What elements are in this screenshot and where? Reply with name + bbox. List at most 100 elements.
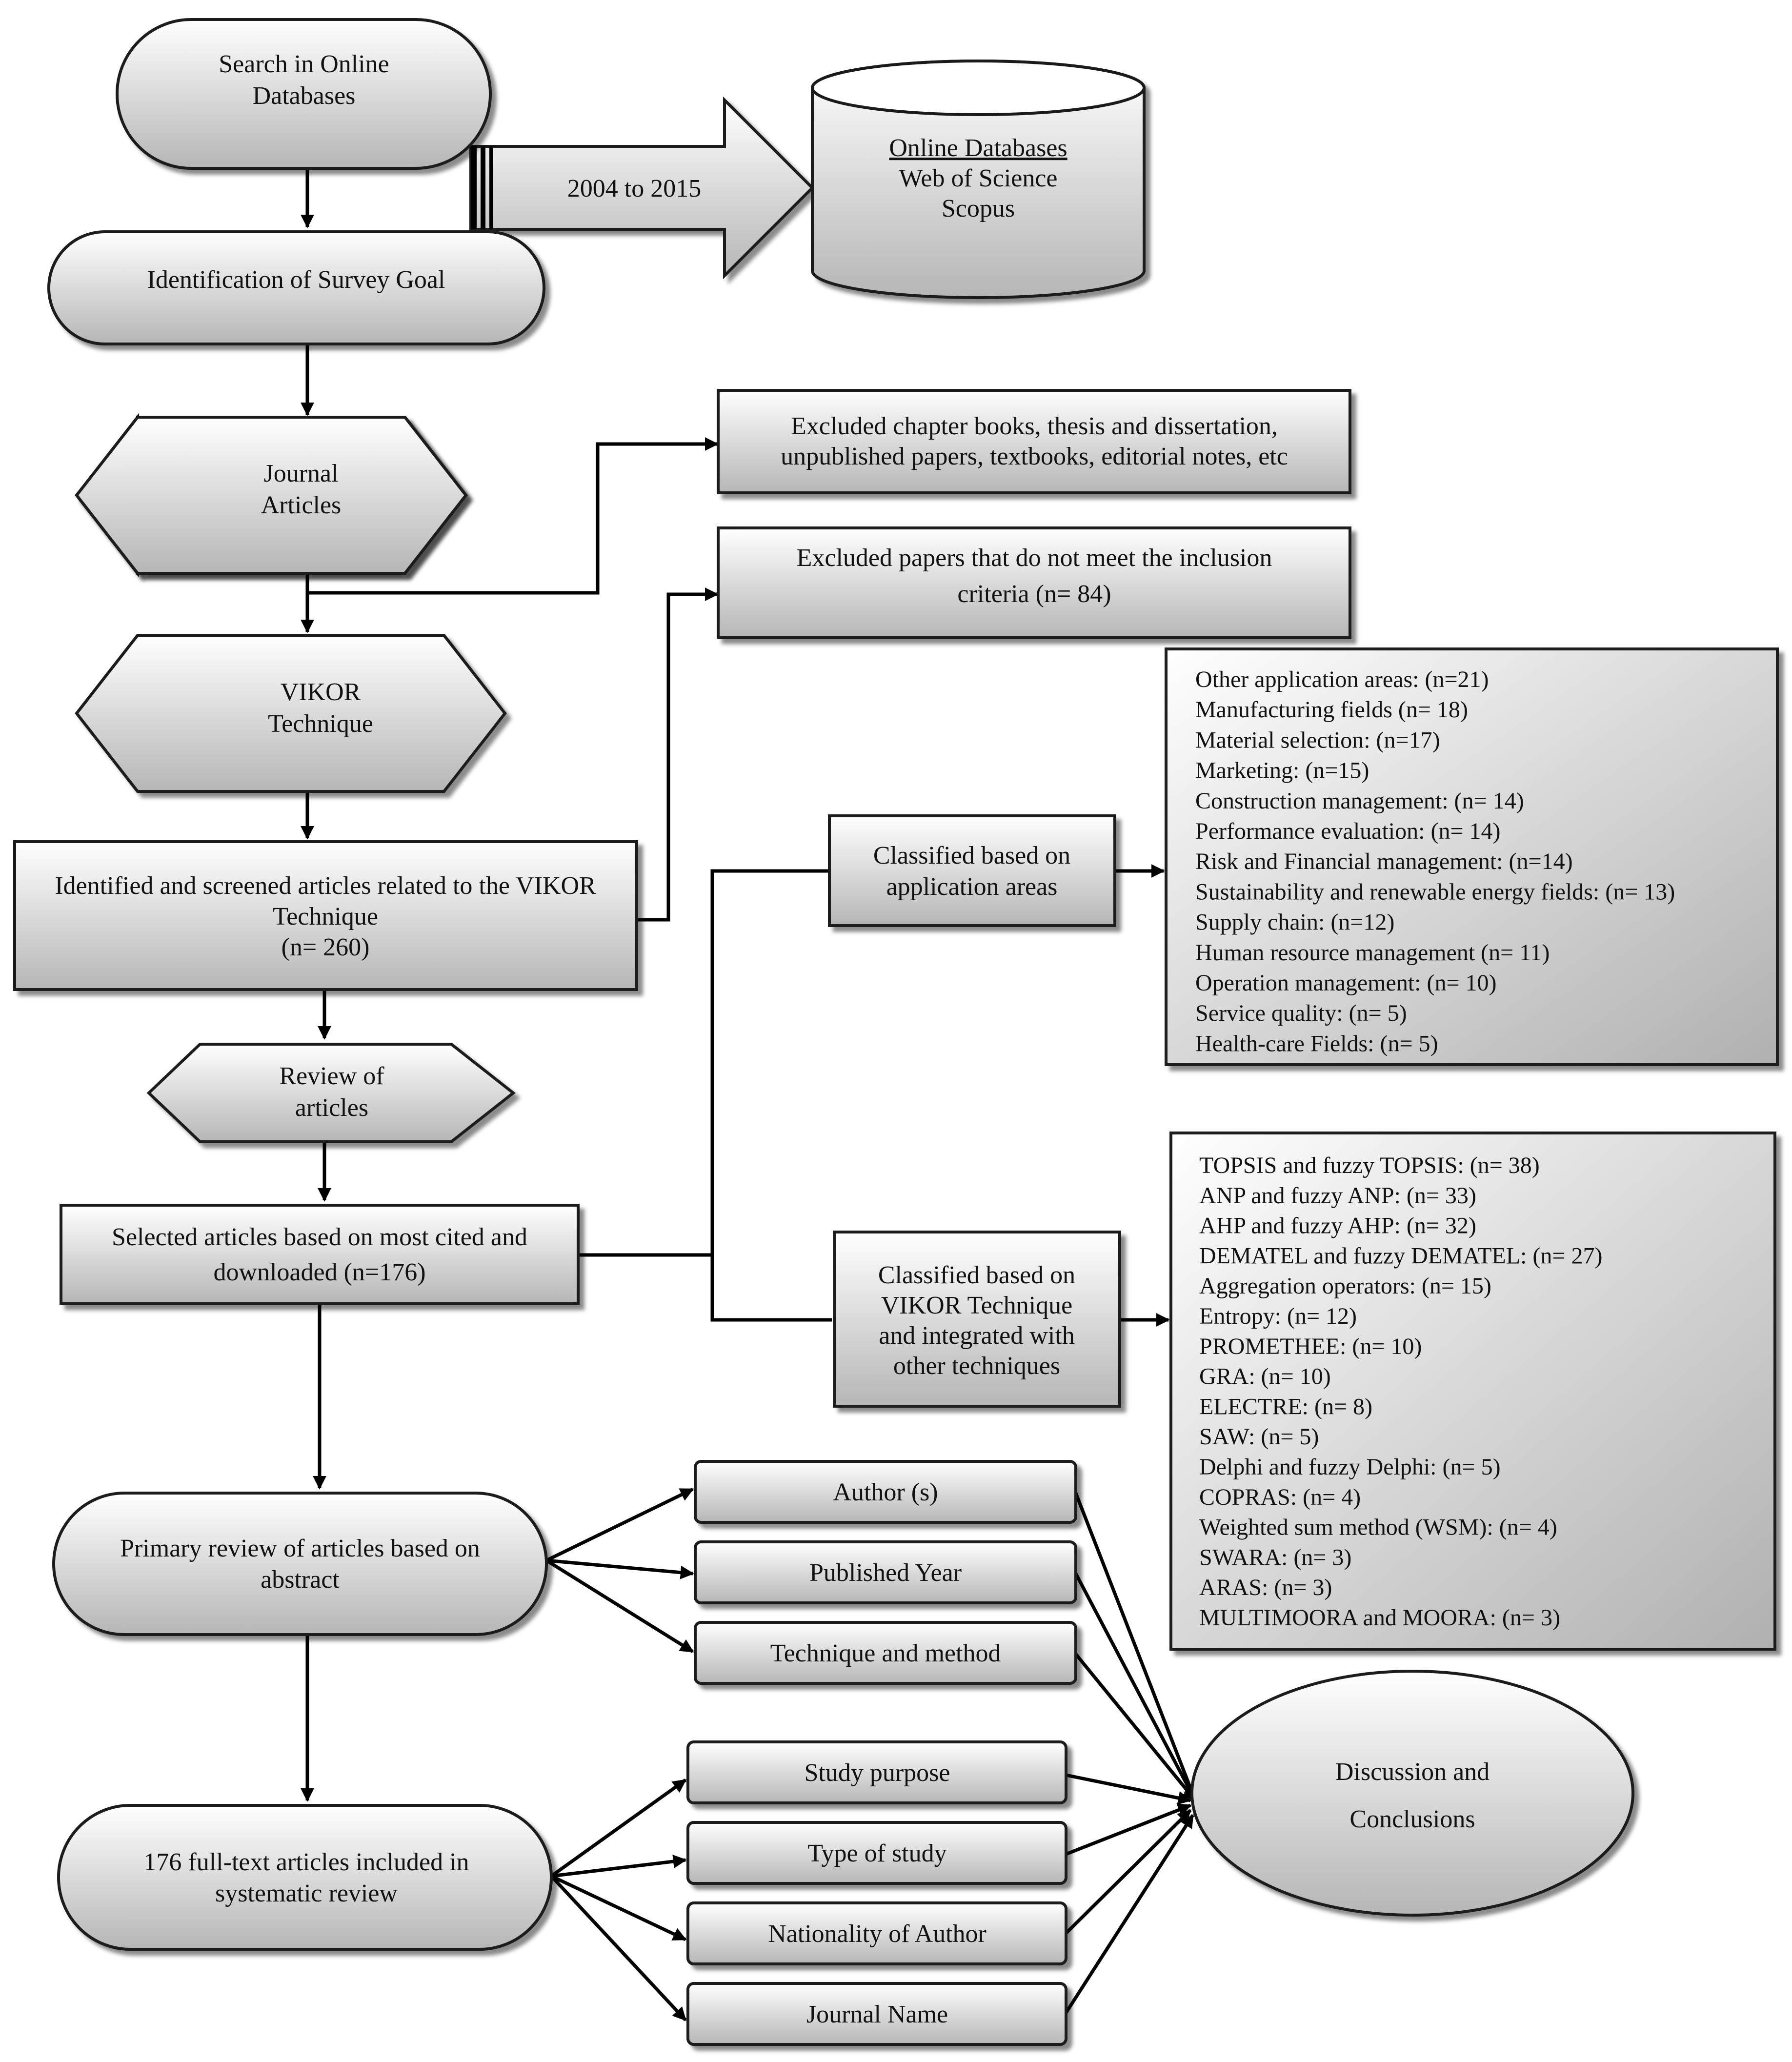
label-line: 176 full-text articles included in	[143, 1848, 469, 1876]
label-line: Journal	[263, 460, 338, 487]
label-line: unpublished papers, textbooks, editorial…	[781, 443, 1288, 470]
journal-name-label: Journal Name	[806, 2001, 948, 2028]
application-areas-list	[1165, 647, 1779, 1066]
integrated-techniques-list	[1169, 1132, 1776, 1651]
label-line: Delphi and fuzzy Delphi: (n= 5)	[1199, 1454, 1501, 1480]
label-line: TOPSIS and fuzzy TOPSIS: (n= 38)	[1199, 1152, 1540, 1178]
survey-goal-label: Identification of Survey Goal	[147, 266, 445, 294]
study-purpose-node	[686, 1740, 1067, 1804]
label-line: Material selection: (n=17)	[1195, 727, 1440, 753]
period-arrow-stripe	[481, 146, 485, 229]
label-line: Performance evaluation: (n= 14)	[1195, 818, 1501, 844]
label-line: Type of study	[807, 1840, 946, 1867]
label-line: Conclusions	[1349, 1805, 1475, 1833]
technique-method-label: Technique and method	[770, 1639, 1001, 1667]
classified-application-node	[828, 814, 1116, 927]
label-line: criteria (n= 84)	[957, 580, 1111, 608]
author-label: Author (s)	[833, 1478, 938, 1506]
classified-application-label: Classified based on application areas	[873, 842, 1070, 901]
label-line: Excluded papers that do not meet the inc…	[797, 544, 1272, 572]
label-line: Technique	[273, 903, 378, 930]
label-line: Identified and screened articles related…	[55, 872, 596, 900]
label-line: Published Year	[809, 1559, 962, 1587]
label-line: Excluded chapter books, thesis and disse…	[791, 412, 1278, 440]
excluded-books-label: Excluded chapter books, thesis and disse…	[781, 412, 1288, 470]
fulltext-label: 176 full-text articles included in system…	[143, 1848, 469, 1907]
edge-purpose-to-discussion	[1066, 1773, 1192, 1805]
label-line: application areas	[886, 873, 1058, 901]
integrated-techniques-items: TOPSIS and fuzzy TOPSIS: (n= 38) ANP and …	[1199, 1152, 1602, 1631]
type-study-label: Type of study	[807, 1840, 946, 1867]
selected-articles-node	[60, 1204, 580, 1305]
label-line: Operation management: (n= 10)	[1195, 970, 1497, 996]
period-arrow-stripe	[471, 146, 477, 229]
edge-primary-to-author	[545, 1487, 694, 1562]
label-line: SAW: (n= 5)	[1199, 1424, 1319, 1450]
label-line: (n= 260)	[282, 933, 370, 961]
label-line: Search in Online	[219, 50, 389, 78]
label-line: AHP and fuzzy AHP: (n= 32)	[1199, 1213, 1476, 1239]
connector-lines	[301, 168, 1197, 2022]
label-line: Classified based on	[878, 1261, 1075, 1289]
label-line: Scopus	[942, 195, 1015, 222]
edge-identified-to-excluded-criteria	[637, 587, 719, 922]
label-line: Articles	[261, 491, 342, 519]
search-databases-node	[116, 18, 492, 170]
edge-fulltext-to-type	[551, 1855, 687, 1878]
identified-screened-label: Identified and screened articles related…	[55, 872, 596, 961]
edge-journal-name-to-discussion	[1065, 1814, 1194, 2014]
label-line: Manufacturing fields (n= 18)	[1195, 697, 1468, 723]
label-line: MULTIMOORA and MOORA: (n= 3)	[1199, 1605, 1560, 1631]
label-line: systematic review	[215, 1880, 398, 1907]
edge-year-to-discussion	[1074, 1573, 1197, 1802]
databases-heading: Online Databases	[889, 134, 1067, 162]
journal-name-node	[686, 1982, 1067, 2046]
label-line: Web of Science	[899, 164, 1058, 192]
database-cylinder-top	[811, 60, 1146, 116]
study-purpose-label: Study purpose	[805, 1759, 950, 1787]
label-line: Classified based on	[873, 842, 1070, 869]
period-arrow-stripe	[489, 146, 493, 229]
identified-screened-node	[13, 840, 638, 991]
excluded-criteria-node	[717, 526, 1351, 639]
label-line: PROMETHEE: (n= 10)	[1199, 1334, 1422, 1359]
excluded-books-node	[717, 389, 1351, 494]
label-line: downloaded (n=176)	[213, 1258, 425, 1286]
label-line: Technique	[268, 710, 373, 738]
edge-branch-application	[710, 869, 829, 1317]
label-line: Risk and Financial management: (n=14)	[1195, 849, 1573, 874]
author-node	[694, 1460, 1077, 1524]
label-line: Author (s)	[833, 1478, 938, 1506]
edge-primary-to-technique	[545, 1559, 694, 1653]
excluded-criteria-label: Excluded papers that do not meet the inc…	[797, 544, 1272, 608]
label-line: Journal Name	[806, 2001, 948, 2028]
vikor-technique-node	[75, 634, 507, 793]
label-line: Service quality: (n= 5)	[1195, 1000, 1407, 1026]
selected-articles-label: Selected articles based on most cited an…	[112, 1223, 527, 1286]
review-articles-node	[146, 1043, 516, 1143]
edge-nationality-to-discussion	[1065, 1809, 1192, 1935]
diagram-shapes	[13, 18, 1779, 2046]
label-line: VIKOR Technique	[881, 1292, 1073, 1319]
label-line: articles	[295, 1094, 368, 1122]
label-line: SWARA: (n= 3)	[1199, 1544, 1351, 1570]
label-line: Health-care Fields: (n= 5)	[1195, 1031, 1438, 1056]
label-line: Other application areas: (n=21)	[1195, 667, 1489, 692]
label-line: Sustainability and renewable energy fiel…	[1195, 879, 1675, 905]
period-arrow-label: 2004 to 2015	[567, 175, 701, 202]
journal-articles-hex	[75, 416, 468, 575]
discussion-node	[1190, 1670, 1634, 1917]
edge-fulltext-to-nationality	[550, 1874, 687, 1941]
label-line: GRA: (n= 10)	[1199, 1364, 1331, 1390]
label-line: ANP and fuzzy ANP: (n= 33)	[1199, 1183, 1476, 1209]
label-line: Discussion and	[1335, 1758, 1490, 1786]
label-line: Entropy: (n= 12)	[1199, 1303, 1357, 1329]
label-line: ELECTRE: (n= 8)	[1199, 1394, 1372, 1419]
